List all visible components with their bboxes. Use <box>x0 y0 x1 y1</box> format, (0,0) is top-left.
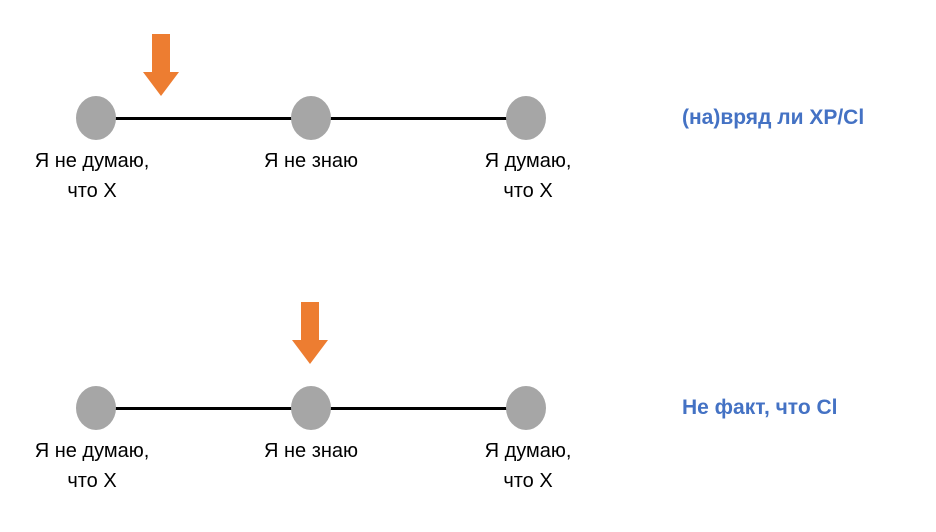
scale-navryad-li: Я не думаю, что Х Я не знаю Я думаю, что… <box>0 0 936 240</box>
node-label-3: Я думаю, что Х <box>433 146 623 206</box>
construction-label: (на)вряд ли XP/Cl <box>682 106 865 129</box>
node-label-line: что Х <box>67 470 117 492</box>
down-arrow-icon <box>292 302 328 364</box>
node-label-line: что Х <box>503 470 553 492</box>
node-label-line: Я думаю, <box>484 150 572 172</box>
scale-node-1 <box>76 386 116 430</box>
scale-node-2 <box>291 96 331 140</box>
construction-label: Не факт, что Cl <box>682 396 838 419</box>
node-label-line: Я не знаю <box>263 150 359 172</box>
scale-node-1 <box>76 96 116 140</box>
node-label-2: Я не знаю <box>216 436 406 466</box>
scale-node-2 <box>291 386 331 430</box>
node-label-line: что Х <box>67 180 117 202</box>
node-label-3: Я думаю, что Х <box>433 436 623 496</box>
node-label-2: Я не знаю <box>216 146 406 176</box>
scale-node-3 <box>506 96 546 140</box>
node-label-1: Я не думаю, что Х <box>0 436 187 496</box>
node-label-line: Я думаю, <box>484 440 572 462</box>
scale-node-3 <box>506 386 546 430</box>
node-label-line: что Х <box>503 180 553 202</box>
down-arrow-icon <box>143 34 179 96</box>
node-label-1: Я не думаю, что Х <box>0 146 187 206</box>
node-label-line: Я не думаю, <box>34 150 150 172</box>
node-label-line: Я не думаю, <box>34 440 150 462</box>
scale-ne-fakt: Я не думаю, что Х Я не знаю Я думаю, что… <box>0 270 936 510</box>
node-label-line: Я не знаю <box>263 440 359 462</box>
